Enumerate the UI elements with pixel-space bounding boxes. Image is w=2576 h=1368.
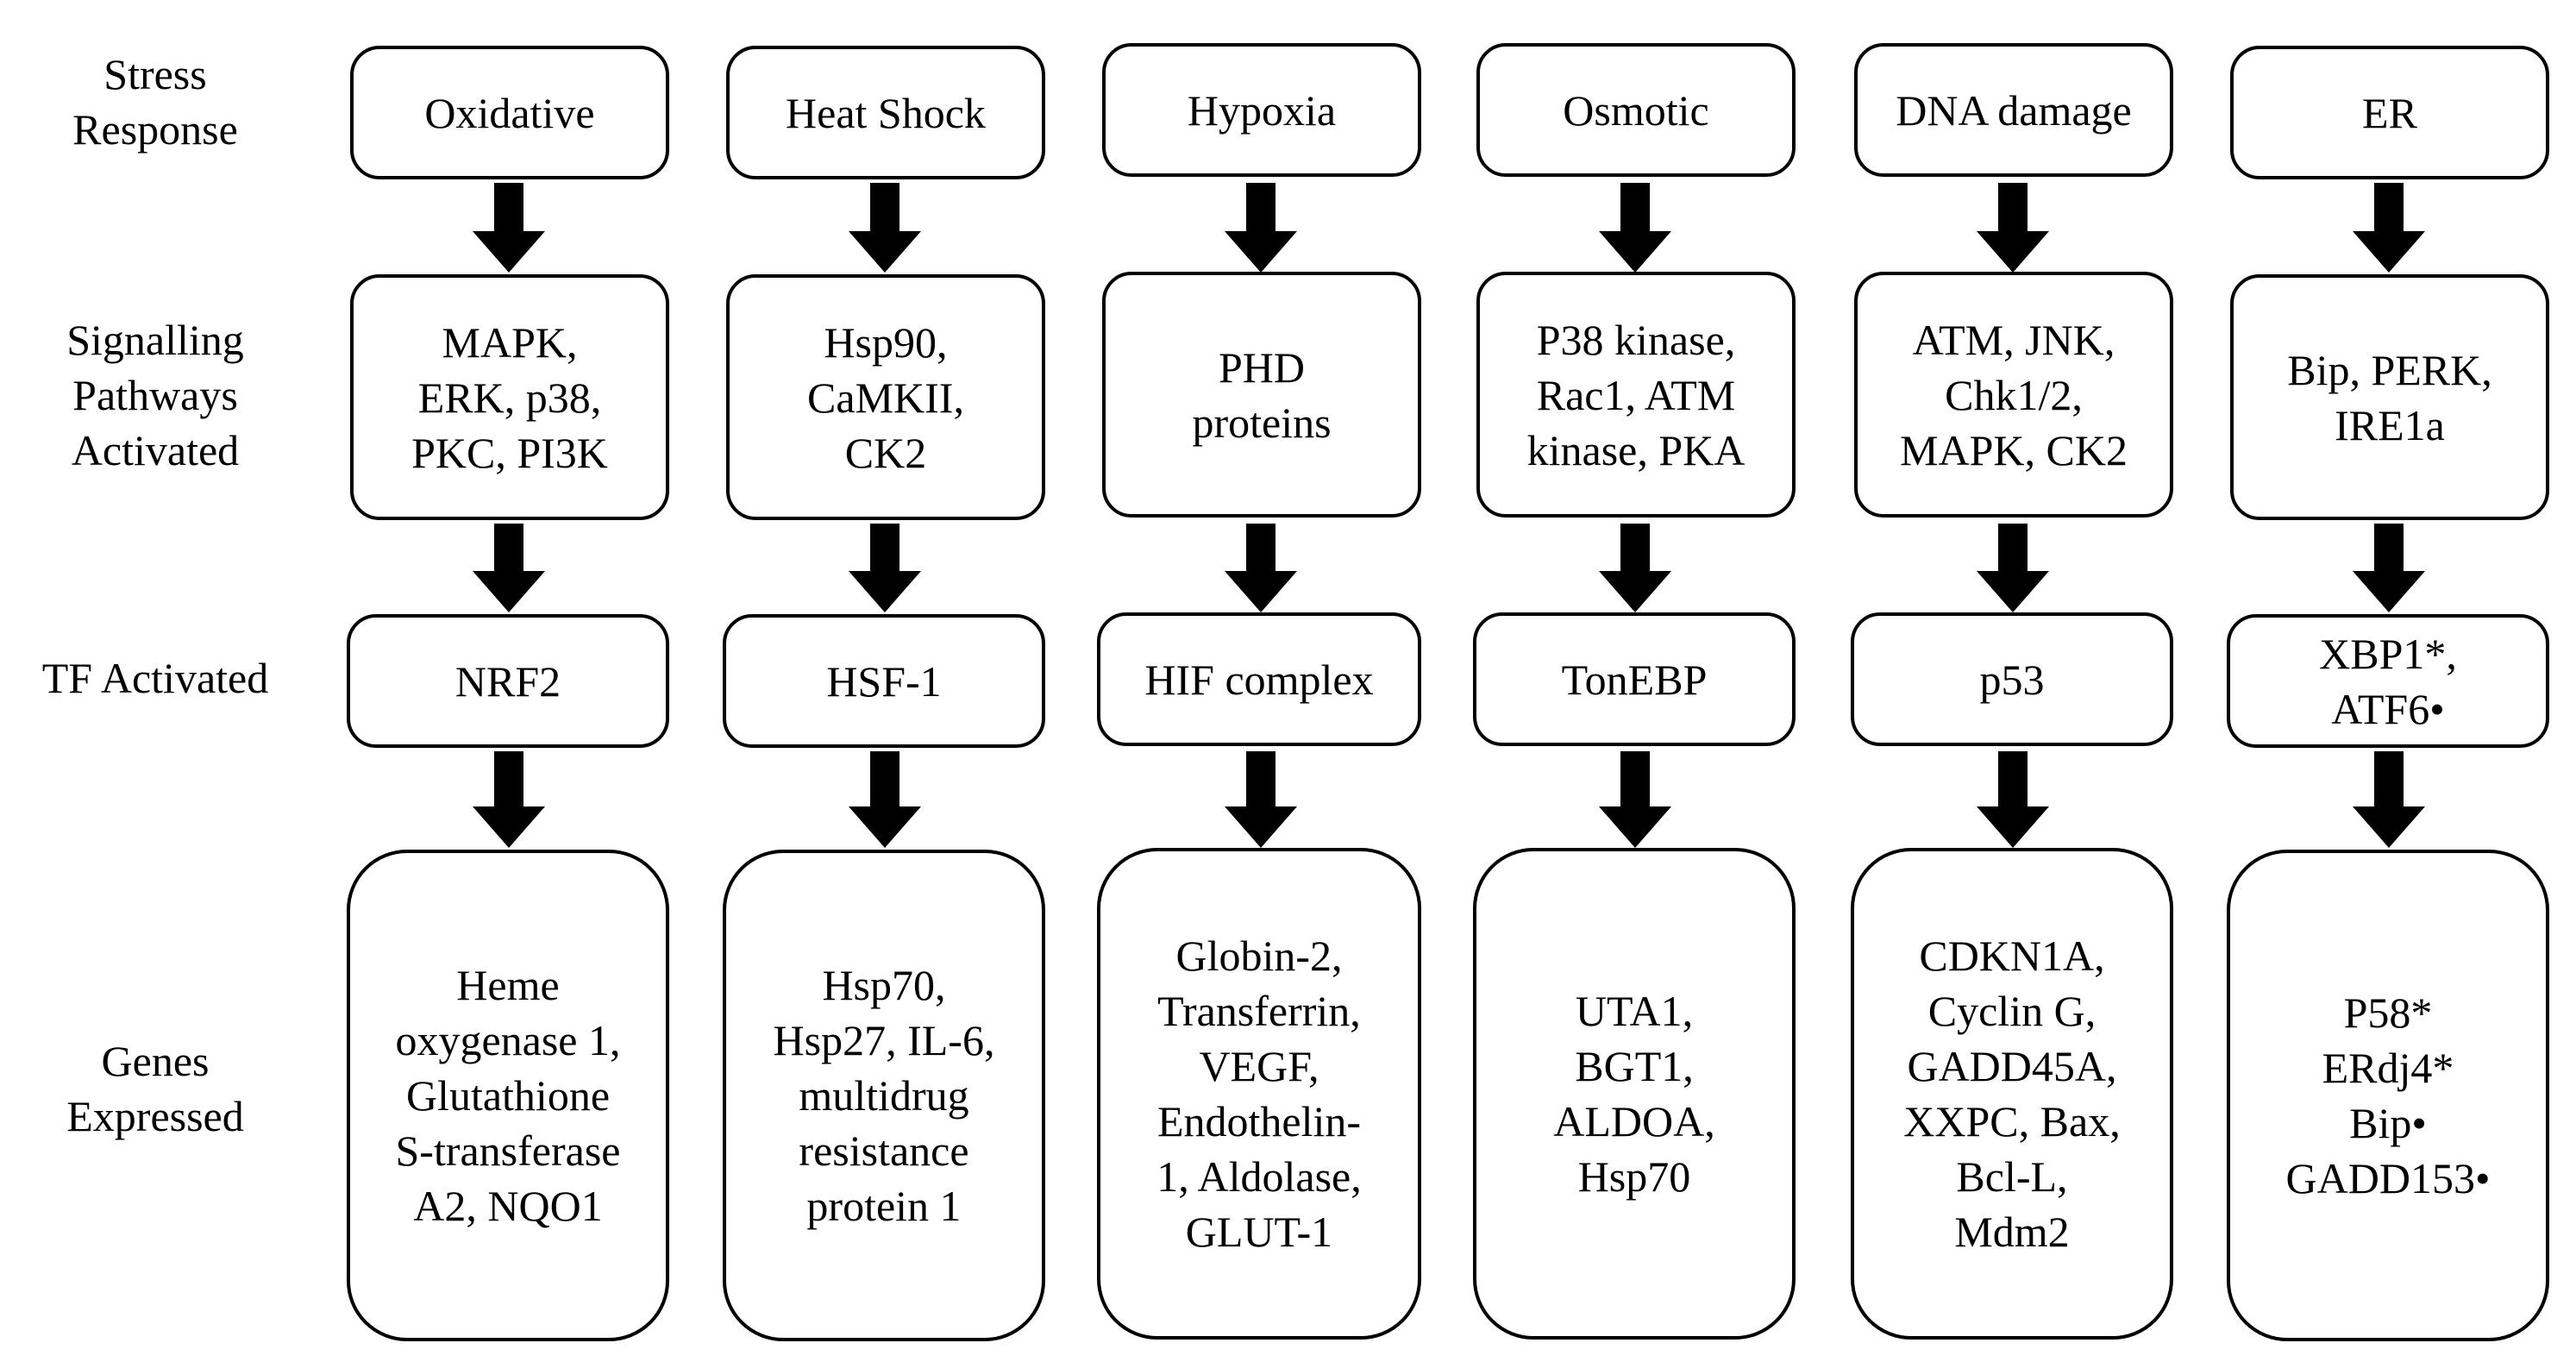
genes-label: Heme oxygenase 1, Glutathione S-transfer… xyxy=(395,961,621,1230)
down-arrow-icon-pathways-to-tf-col5 xyxy=(2353,524,2425,612)
down-arrow-icon-tf-to-genes-col2 xyxy=(1225,751,1297,848)
stress-box-heat-shock: Heat Shock xyxy=(726,46,1045,179)
down-arrow-icon-stress-to-pathways-col5 xyxy=(2353,183,2425,273)
tf-box-oxidative: NRF2 xyxy=(347,614,669,748)
tf-box-osmotic: TonEBP xyxy=(1473,612,1796,746)
down-arrow-icon-stress-to-pathways-col4 xyxy=(1977,183,2049,273)
tf-label: HIF complex xyxy=(1144,655,1374,704)
tf-box-dna-damage: p53 xyxy=(1851,612,2173,746)
tf-box-heat-shock: HSF-1 xyxy=(723,614,1045,748)
down-arrow-icon-stress-to-pathways-col1 xyxy=(849,183,921,273)
down-arrow-icon-tf-to-genes-col1 xyxy=(849,751,921,848)
down-arrow-icon-tf-to-genes-col4 xyxy=(1977,751,2049,848)
stress-box-hypoxia: Hypoxia xyxy=(1102,43,1421,177)
row-label-stress-response: Stress Response xyxy=(72,50,238,154)
tf-box-er: XBP1*, ATF6• xyxy=(2227,614,2549,748)
stress-label: Hypoxia xyxy=(1187,85,1337,135)
down-arrow-icon-stress-to-pathways-col3 xyxy=(1599,183,1671,273)
genes-label: CDKN1A, Cyclin G, GADD45A, XXPC, Bax, Bc… xyxy=(1903,932,2121,1256)
stress-box-er: ER xyxy=(2230,46,2549,179)
row-label-signalling-pathways: Signalling Pathways Activated xyxy=(66,316,244,474)
tf-label: NRF2 xyxy=(454,656,561,706)
genes-label: Globin-2, Transferrin, VEGF, Endothelin-… xyxy=(1156,932,1362,1256)
genes-label: Hsp70, Hsp27, IL-6, multidrug resistance… xyxy=(773,961,995,1230)
pathways-box-hypoxia: PHD proteins xyxy=(1102,272,1421,518)
genes-box-hypoxia: Globin-2, Transferrin, VEGF, Endothelin-… xyxy=(1097,848,1421,1340)
down-arrow-icon-pathways-to-tf-col4 xyxy=(1977,524,2049,612)
tf-label: p53 xyxy=(1979,655,2045,704)
pathways-label: Hsp90, CaMKII, CK2 xyxy=(807,317,964,477)
down-arrow-icon-tf-to-genes-col3 xyxy=(1599,751,1671,848)
genes-box-heat-shock: Hsp70, Hsp27, IL-6, multidrug resistance… xyxy=(723,850,1045,1341)
down-arrow-icon-stress-to-pathways-col2 xyxy=(1225,183,1297,273)
stress-label: Heat Shock xyxy=(786,88,986,137)
down-arrow-icon-pathways-to-tf-col1 xyxy=(849,524,921,612)
stress-box-dna-damage: DNA damage xyxy=(1854,43,2173,177)
down-arrow-icon-pathways-to-tf-col0 xyxy=(473,524,545,612)
pathways-box-dna-damage: ATM, JNK, Chk1/2, MAPK, CK2 xyxy=(1854,272,2173,518)
genes-label: UTA1, BGT1, ALDOA, Hsp70 xyxy=(1553,987,1715,1201)
down-arrow-icon-pathways-to-tf-col3 xyxy=(1599,524,1671,612)
genes-box-osmotic: UTA1, BGT1, ALDOA, Hsp70 xyxy=(1473,848,1796,1340)
tf-label: TonEBP xyxy=(1561,655,1708,704)
pathways-label: MAPK, ERK, p38, PKC, PI3K xyxy=(411,317,608,477)
stress-label: DNA damage xyxy=(1896,85,2132,135)
down-arrow-icon-pathways-to-tf-col2 xyxy=(1225,524,1297,612)
row-label-tf-activated: TF Activated xyxy=(41,654,269,702)
pathways-label: Bip, PERK, IRE1a xyxy=(2287,345,2492,449)
pathways-label: PHD proteins xyxy=(1192,342,1332,447)
genes-label: P58* ERdj4* Bip• GADD153• xyxy=(2285,988,2491,1202)
pathways-box-osmotic: P38 kinase, Rac1, ATM kinase, PKA xyxy=(1476,272,1796,518)
down-arrow-icon-tf-to-genes-col0 xyxy=(473,751,545,848)
genes-box-oxidative: Heme oxygenase 1, Glutathione S-transfer… xyxy=(347,850,669,1341)
genes-box-dna-damage: CDKN1A, Cyclin G, GADD45A, XXPC, Bax, Bc… xyxy=(1851,848,2173,1340)
tf-label: HSF-1 xyxy=(826,656,942,706)
pathways-box-heat-shock: Hsp90, CaMKII, CK2 xyxy=(726,274,1045,520)
stress-box-osmotic: Osmotic xyxy=(1476,43,1796,177)
down-arrow-icon-tf-to-genes-col5 xyxy=(2353,751,2425,848)
stress-box-oxidative: Oxidative xyxy=(350,46,669,179)
pathways-label: ATM, JNK, Chk1/2, MAPK, CK2 xyxy=(1900,315,2128,474)
pathways-label: P38 kinase, Rac1, ATM kinase, PKA xyxy=(1526,315,1746,474)
pathways-box-er: Bip, PERK, IRE1a xyxy=(2230,274,2549,520)
row-label-genes-expressed: Genes Expressed xyxy=(66,1037,244,1140)
genes-box-er: P58* ERdj4* Bip• GADD153• xyxy=(2227,850,2549,1341)
down-arrow-icon-stress-to-pathways-col0 xyxy=(473,183,545,273)
stress-label: ER xyxy=(2362,88,2417,137)
stress-label: Osmotic xyxy=(1563,85,1709,135)
tf-box-hypoxia: HIF complex xyxy=(1097,612,1421,746)
stress-label: Oxidative xyxy=(424,88,595,137)
pathways-box-oxidative: MAPK, ERK, p38, PKC, PI3K xyxy=(350,274,669,520)
tf-label: XBP1*, ATF6• xyxy=(2319,629,2457,733)
